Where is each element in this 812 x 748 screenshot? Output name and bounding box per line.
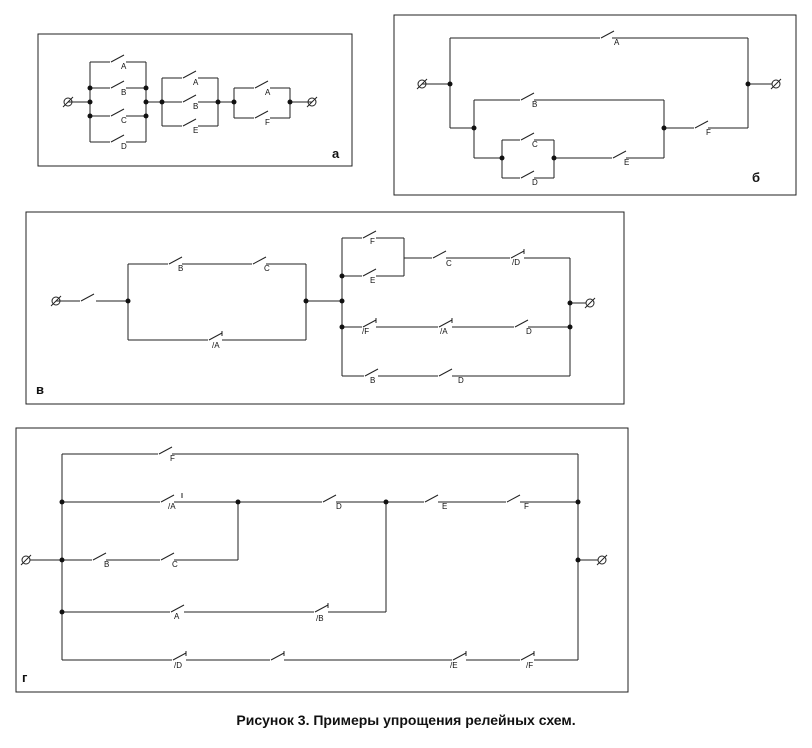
figure-caption: Рисунок 3. Примеры упрощения релейных сх… [236, 712, 576, 728]
panel-v-frame [25, 211, 625, 405]
contact-label: C [264, 264, 270, 273]
terminal-icon [771, 79, 781, 89]
contact-label: D [458, 376, 464, 385]
contact-label: D [532, 178, 538, 187]
panel-letter: г [22, 670, 28, 685]
terminal-icon [51, 296, 61, 306]
panel-g [15, 427, 629, 693]
contact-label: F [370, 237, 375, 246]
panel-a-frame [37, 33, 353, 167]
terminal-icon [417, 79, 427, 89]
contact-label: A [265, 88, 271, 97]
contact-label: /E [450, 661, 458, 670]
contact-label: /D [512, 258, 520, 267]
contact-label: B [193, 102, 198, 111]
contact-label: /F [526, 661, 533, 670]
contact-label: F [265, 118, 270, 127]
contact-label: B [121, 88, 126, 97]
panel-letter: в [36, 382, 44, 397]
contact-label: E [442, 502, 447, 511]
panel-v [25, 211, 625, 405]
contact-label: A [174, 612, 180, 621]
contact-label: /D [174, 661, 182, 670]
contact-label: D [336, 502, 342, 511]
contact-label: F [706, 128, 711, 137]
contact-label: D [526, 327, 532, 336]
contact-label: /A [440, 327, 448, 336]
contact-label: E [193, 126, 198, 135]
contact-label: D [121, 142, 127, 151]
contact-label: C [121, 116, 127, 125]
panel-b [393, 14, 797, 196]
terminal-icon [307, 97, 317, 107]
panel-letter: а [332, 146, 340, 161]
contact-label: /A [168, 502, 176, 511]
contact-label: /A [212, 341, 220, 350]
contact-label: F [524, 502, 529, 511]
contact-label: A [614, 38, 620, 47]
contact-label: A [193, 78, 199, 87]
contact-label: B [104, 560, 109, 569]
panel-g-frame [15, 427, 629, 693]
contact-label: /B [316, 614, 324, 623]
contact-label: B [370, 376, 375, 385]
contact-label: C [172, 560, 178, 569]
contact-label: C [446, 259, 452, 268]
panel-a [37, 33, 353, 167]
contact-label: /F [362, 327, 369, 336]
contact-label: B [178, 264, 183, 273]
panel-letter: б [752, 170, 760, 185]
terminal-icon [585, 298, 595, 308]
contact-label: B [532, 100, 537, 109]
terminal-icon [63, 97, 73, 107]
panel-b-frame [393, 14, 797, 196]
contact-label: E [370, 276, 375, 285]
terminal-icon [597, 555, 607, 565]
contact-label: C [532, 140, 538, 149]
contact-label: E [624, 158, 629, 167]
contact-label: F [170, 454, 175, 463]
contact-label: A [121, 62, 127, 71]
terminal-icon [21, 555, 31, 565]
